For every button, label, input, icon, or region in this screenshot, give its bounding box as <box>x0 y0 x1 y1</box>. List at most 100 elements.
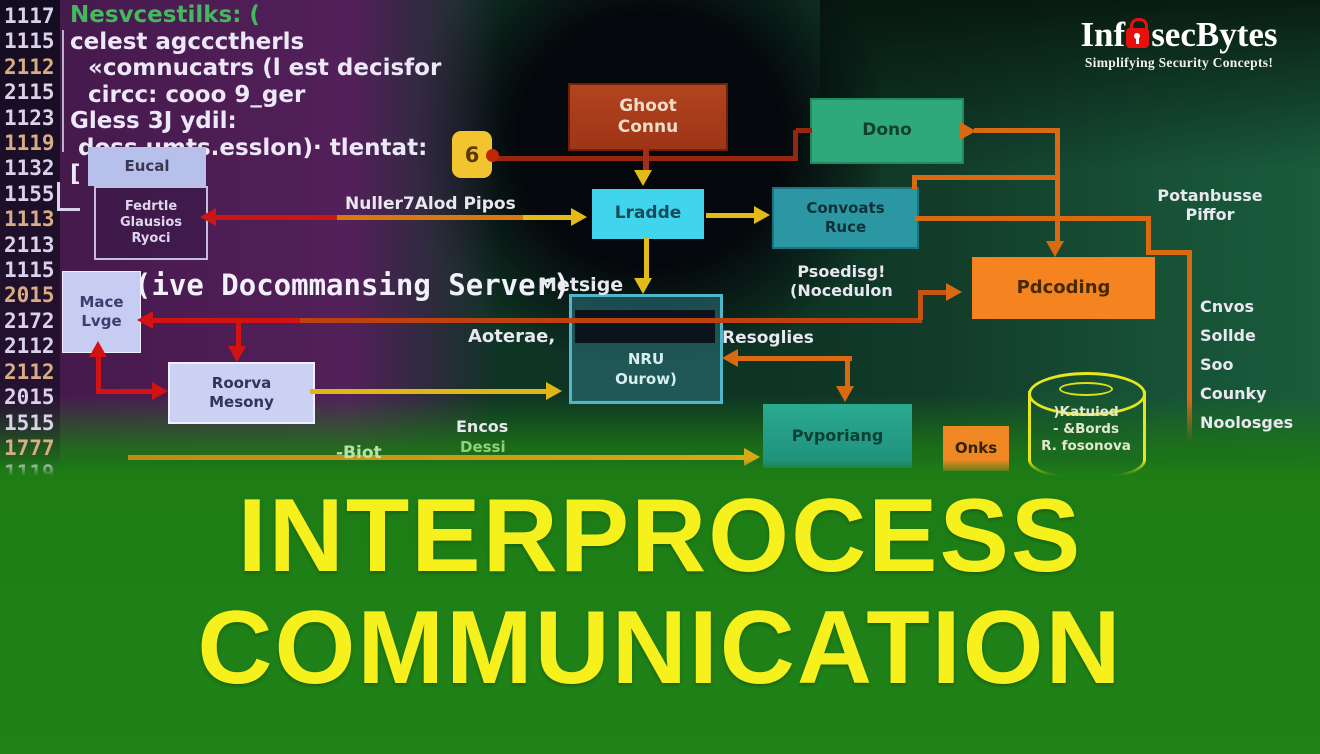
label-line: Piffor <box>1185 205 1235 224</box>
server-caption: (ive Docommansing Server) <box>134 268 571 302</box>
connector-convoats-top-riser <box>912 175 917 189</box>
node-label: Lvge <box>81 312 122 330</box>
line-number: 1515 <box>4 410 55 435</box>
connector-drop-to-pvporiang <box>845 356 850 388</box>
connector-riser <box>793 130 798 161</box>
list-item: Sollde <box>1200 326 1256 345</box>
padlock-keyhole-stem <box>1136 37 1139 44</box>
label-line: (Nocedulon <box>790 281 893 300</box>
line-number: 2112 <box>4 54 55 79</box>
node-label: Mace <box>79 293 124 312</box>
connector-lradde-to-convoats <box>706 213 756 218</box>
connector-queue-right <box>736 356 852 361</box>
connector-bus-red <box>152 318 302 323</box>
node-dono: Dono <box>810 98 964 164</box>
line-number: 1119 <box>4 131 55 156</box>
page-title: INTERPROCESS COMMUNICATION <box>0 480 1320 704</box>
arrowhead-left-to-queue <box>722 349 738 367</box>
queue-label: NRU Ourow) <box>572 349 720 389</box>
line-number: 2015 <box>4 385 55 410</box>
node-label: NRU <box>627 350 665 368</box>
connector-dono-right <box>974 128 1058 133</box>
node-label: Ryoci <box>131 231 171 247</box>
label-potential-pipe: Potanbusse Piffor <box>1145 186 1275 224</box>
label-message: Metsige <box>538 274 624 296</box>
connector-into-dono <box>796 128 812 133</box>
connector-ghost-stem <box>643 146 649 170</box>
code-line: [ <box>70 161 81 187</box>
node-ghost-conns: Ghoot Connu <box>568 83 728 151</box>
step-badge-6: 6 <box>452 131 492 178</box>
node-label: Onks <box>954 439 998 458</box>
node-label: Glausios <box>119 214 183 230</box>
line-number: 2115 <box>4 80 55 105</box>
label-dessi: Dessi <box>460 438 506 456</box>
title-line-1: INTERPROCESS <box>237 478 1083 594</box>
line-number: 2112 <box>4 359 55 384</box>
connector-step-down <box>1146 216 1151 254</box>
code-line-numbers: 1117 1115 2112 2115 1123 1119 1132 1155 … <box>4 4 55 487</box>
line-number: 1113 <box>4 207 55 232</box>
padlock-keyhole <box>1134 33 1141 39</box>
arrowhead-right-to-queue <box>546 382 562 400</box>
node-label: Pvporiang <box>791 426 884 445</box>
line-number: 2113 <box>4 232 55 257</box>
connector-pipes-red <box>215 215 337 220</box>
connector-drop-to-pdcoding <box>1055 128 1060 244</box>
connector-roorva-to-queue <box>310 389 548 394</box>
connector-drop-to-roorva <box>236 322 241 348</box>
node-pdcoding: Pdcoding <box>972 257 1155 319</box>
node-label: R. fosonova <box>1041 438 1131 454</box>
arrowhead-down-to-pdcoding <box>1046 241 1064 257</box>
connector-step-right <box>1146 250 1192 255</box>
line-number: 2015 <box>4 283 55 308</box>
banner-top-fade <box>0 460 1320 476</box>
node-label: Mesony <box>209 393 274 411</box>
node-label: Lradde <box>614 203 682 224</box>
list-item: Noolosges <box>1200 413 1294 432</box>
node-eucal-header: Eucal <box>88 147 206 186</box>
editor-divider-line <box>62 30 64 152</box>
connector-pipes-yellow <box>523 215 573 220</box>
node-fedrtle: Fedrtle Glausios Ryoci <box>94 186 208 260</box>
queue-slot-band <box>575 310 715 343</box>
arrowhead-right-from-dono <box>960 122 976 140</box>
title-line-2: COMMUNICATION <box>197 590 1123 706</box>
code-line-number-gutter <box>0 0 60 472</box>
list-item: Counky <box>1200 384 1267 403</box>
code-line: «comnucatrs (l est decisfor <box>88 55 442 81</box>
node-message-queue: NRU Ourow) <box>569 294 723 404</box>
code-line: Nesvcestilks: ( <box>70 2 260 28</box>
line-number: 1132 <box>4 156 55 181</box>
arrowhead-right-to-lradde <box>571 208 587 226</box>
code-bracket-mark <box>57 182 80 211</box>
badge-connector-dot <box>486 149 499 162</box>
arrowhead-down-to-queue <box>634 278 652 294</box>
padlock-icon <box>1125 18 1151 49</box>
label-biot: -Biot <box>336 443 382 463</box>
arrowhead-left-to-eucal <box>200 208 216 226</box>
label-registers: Resoglies <box>722 328 814 348</box>
connector-mace-loop-v <box>96 356 101 394</box>
connector-elbow-pdcoding <box>918 290 948 295</box>
connector-convoats-right <box>915 216 1149 221</box>
arrowhead-down-to-roorva <box>228 346 246 362</box>
line-number: 1117 <box>4 4 55 28</box>
connector-pipes-orange <box>337 215 523 220</box>
label-line: Psoedisg! <box>797 262 886 281</box>
connector-right-drop <box>1187 250 1192 442</box>
node-pvporiang: Pvporiang <box>763 404 912 468</box>
arrowhead-left-to-mace <box>137 311 153 329</box>
code-lines: Nesvcestilks: ( celest agccctherls «comn… <box>70 2 441 188</box>
logo-text-suffix: secBytes <box>1151 15 1278 54</box>
cylinder-label: )Katuied - &Bords R. fosonova <box>1034 404 1138 455</box>
node-label: Roorva <box>211 374 272 393</box>
label-encos: Encos <box>456 417 509 436</box>
arrowhead-down-to-lradde <box>634 170 652 186</box>
node-label: Ourow) <box>615 370 677 388</box>
line-number: 1115 <box>4 29 55 54</box>
list-item: Cnvos <box>1200 297 1255 316</box>
arrowhead-down-to-pvporiang <box>836 386 854 402</box>
